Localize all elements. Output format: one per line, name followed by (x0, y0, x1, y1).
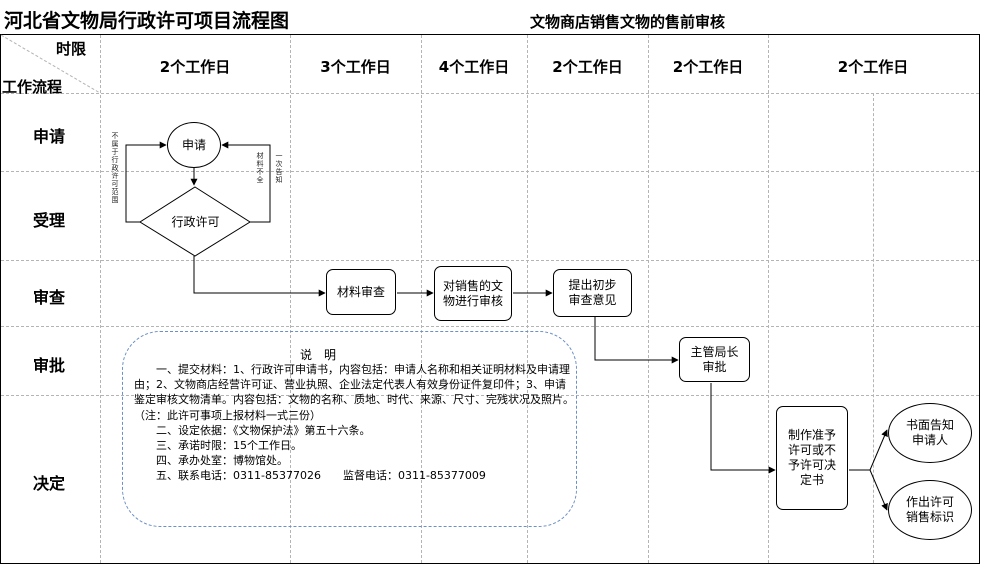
column-header: 2个工作日 (159, 58, 231, 76)
stage-label-decide: 决定 (32, 474, 65, 493)
time-limit-label: 时限 (56, 40, 87, 58)
note-line: 一、提交材料：1、行政许可申请书，内容包括：申请人名称和相关证明材料及申请理由；… (134, 363, 574, 422)
column-header: 2个工作日 (672, 58, 744, 76)
node-issue-label: 作出许可销售标识 (888, 480, 972, 540)
column-header: 2个工作日 (552, 58, 623, 76)
grid-hline (1, 93, 979, 94)
grid-hline (1, 395, 979, 396)
column-header: 3个工作日 (320, 58, 391, 76)
side-note-incomplete: 材料不全 (256, 152, 264, 184)
note-body: 一、提交材料：1、行政许可申请书，内容包括：申请人名称和相关证明材料及申请理由；… (134, 362, 574, 484)
page-title: 河北省文物局行政许可项目流程图 (4, 10, 290, 32)
stage-label-apply: 申请 (32, 127, 65, 146)
grid-hline (1, 326, 979, 327)
node-notify-applicant: 书面告知申请人 (888, 403, 972, 463)
node-preliminary-opinion: 提出初步审查意见 (553, 269, 632, 317)
note-line: 三、承诺时限：15个工作日。 (156, 439, 302, 453)
grid-vline (100, 35, 101, 563)
grid-vline (290, 35, 291, 563)
stage-label-accept: 受理 (32, 211, 65, 230)
node-director-approval: 主管局长审批 (679, 337, 750, 382)
header-diagonal (0, 34, 101, 94)
grid-vline (421, 35, 422, 563)
note-title: 说 明 (300, 348, 337, 362)
column-header: 4个工作日 (438, 58, 510, 76)
grid-vline (527, 35, 528, 563)
note-line: 五、联系电话：0311-85377026 监督电话：0311-85377009 (156, 469, 486, 483)
node-apply: 申请 (167, 122, 221, 168)
node-admin-permit: 行政许可 (171, 215, 220, 229)
side-note-notify-once: 一次告知 (275, 152, 283, 184)
stage-label-review: 审查 (32, 288, 65, 307)
note-line: 四、承办处室：博物馆处。 (156, 454, 288, 468)
node-admin-permit-diamond (139, 186, 251, 257)
note-box (122, 331, 577, 527)
grid-vline (648, 35, 649, 563)
grid-hline (1, 171, 979, 172)
page-subtitle: 文物商店销售文物的售前审核 (530, 13, 726, 31)
node-make-decision: 制作准予许可或不予许可决定书 (776, 406, 848, 510)
grid-hline (1, 260, 979, 261)
note-line: 二、设定依据：《文物保护法》第五十六条。 (156, 423, 371, 437)
flowchart-frame (0, 34, 980, 564)
stage-label-approve: 审批 (32, 356, 65, 375)
side-note-out-of-scope: 不属于行政许可范围 (111, 132, 119, 204)
node-material-review: 材料审查 (326, 269, 396, 315)
grid-vline (873, 93, 874, 563)
grid-vline (768, 35, 769, 563)
workflow-label: 工作流程 (2, 78, 63, 96)
column-header: 2个工作日 (837, 58, 909, 76)
node-relic-review: 对销售的文物进行审核 (434, 266, 512, 321)
